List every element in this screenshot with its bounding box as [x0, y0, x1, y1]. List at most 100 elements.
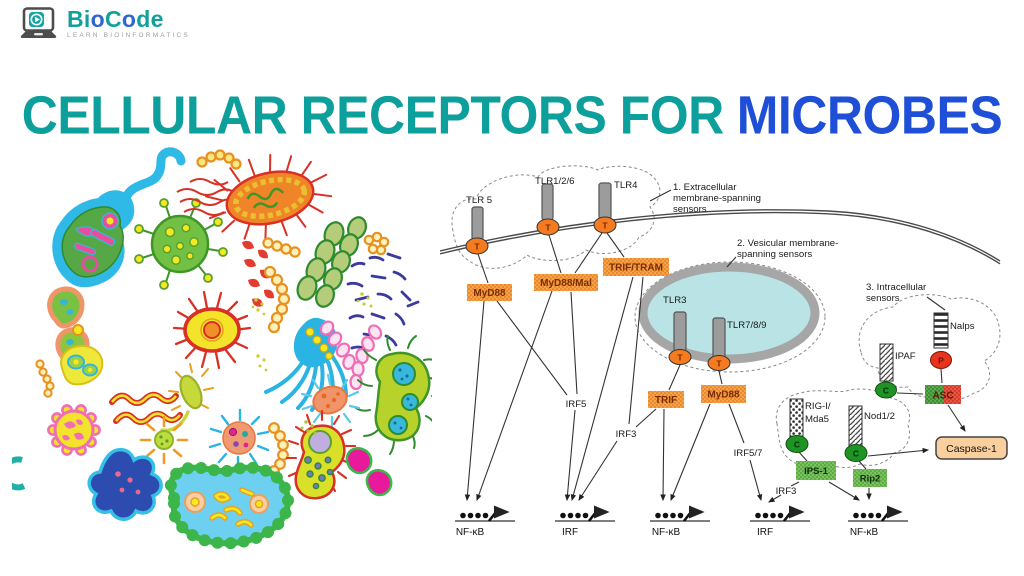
- rip2-box: [853, 469, 887, 487]
- svg-text:MyD88/Mal: MyD88/Mal: [540, 278, 592, 289]
- tir-domain: [707, 355, 731, 371]
- rigi-label-1: RIG-I/: [805, 401, 831, 412]
- svg-text:P: P: [938, 356, 944, 366]
- svg-text:TRIF: TRIF: [655, 395, 677, 406]
- svg-text:IRF: IRF: [562, 527, 578, 538]
- logo-wordmark: BioCode: [67, 6, 164, 32]
- svg-text:C: C: [883, 386, 889, 396]
- microbe-spirochetes: [109, 391, 183, 425]
- biocode-logo[interactable]: BioCode LEARN BIOINFORMATICS: [20, 7, 190, 41]
- svg-text:MyD88: MyD88: [473, 288, 506, 299]
- svg-text:spanning sensors: spanning sensors: [737, 249, 812, 260]
- svg-text:TRIF/TRAM: TRIF/TRAM: [609, 263, 663, 274]
- microbe-pink-chains: [319, 320, 383, 391]
- receptor-pathway-diagram: T T T T T TLR 5 TLR1/2/6 TLR4 TLR3 TLR7/…: [440, 165, 1008, 538]
- tir-domain: [536, 218, 560, 236]
- gene-promoter: NF-κB: [650, 505, 710, 538]
- svg-text:T: T: [474, 242, 480, 252]
- myd88-left-box: [467, 284, 512, 301]
- card-domain: [785, 435, 809, 453]
- svg-text:3. Intracellular: 3. Intracellular: [866, 282, 927, 293]
- svg-text:T: T: [602, 221, 608, 231]
- microbe-orange-chain-j: [268, 422, 289, 477]
- irf3-left-label: IRF3: [616, 429, 637, 440]
- myd88-mal-box: [534, 274, 598, 291]
- tir-domain: [465, 237, 489, 255]
- gene-promoter: NF-κB: [455, 505, 515, 538]
- rigi-bar: [789, 398, 804, 438]
- svg-text:1. Extracellular: 1. Extracellular: [673, 182, 737, 193]
- microbe-yellow-slipper: [60, 344, 104, 386]
- card-domain: [875, 381, 897, 399]
- microbe-bead-chain-top: [196, 149, 242, 170]
- microbe-teal-spiky-1: [300, 373, 361, 428]
- asc-box: ASC: [925, 385, 961, 404]
- microbe-big-green-cell: [164, 461, 294, 550]
- gene-promoter: NF-κB: [848, 505, 908, 538]
- card-domain: [844, 444, 868, 462]
- myd88-right-box: [701, 385, 746, 403]
- svg-text:NF-κB: NF-κB: [850, 527, 879, 538]
- tlr789-label: TLR7/8/9: [727, 320, 766, 331]
- tlr4-bar: [598, 182, 612, 220]
- microbe-green-bead-chains: [296, 216, 367, 308]
- plasma-membrane: [440, 209, 1001, 265]
- svg-text:membrane-spanning: membrane-spanning: [673, 193, 761, 204]
- irf5-label: IRF5: [566, 399, 587, 410]
- microbe-pink-rosette: [47, 404, 101, 456]
- svg-text:C: C: [794, 440, 800, 450]
- ipaf-bar: [879, 343, 894, 382]
- gene-promoter: IRF: [555, 505, 615, 538]
- microbe-red-sun: [172, 290, 252, 370]
- svg-text:Rip2: Rip2: [860, 474, 881, 485]
- svg-text:Caspase-1: Caspase-1: [946, 443, 997, 455]
- svg-text:NF-κB: NF-κB: [456, 527, 485, 538]
- svg-text:sensors: sensors: [673, 204, 707, 215]
- svg-text:T: T: [716, 359, 722, 369]
- svg-text:2. Vesicular membrane-: 2. Vesicular membrane-: [737, 238, 838, 249]
- svg-text:sensors: sensors: [866, 293, 900, 304]
- microbe-navy-dashes: [346, 252, 420, 350]
- tlr-receptors: T T T T T TLR 5 TLR1/2/6 TLR4 TLR3 TLR7/…: [465, 176, 766, 371]
- nod12-label: Nod1/2: [864, 411, 895, 422]
- laptop-icon: [20, 7, 57, 38]
- ipaf-label: IPAF: [895, 351, 916, 362]
- microbe-green-virus: [134, 198, 228, 290]
- irf3-right-label: IRF3: [776, 486, 797, 497]
- section-pointer-lines: [649, 189, 946, 311]
- tlr3-bar: [673, 311, 687, 352]
- tlr5-label: TLR 5: [466, 195, 492, 206]
- trif-tram-box: [603, 258, 669, 276]
- intracellular-sensors: P C C C Nalps IPAF RIG-I/ Mda5 Nod1/2: [785, 312, 975, 462]
- microbe-orange-chain-left: [35, 359, 55, 398]
- trif-box: [648, 391, 684, 408]
- gene-promoter: IRF: [750, 505, 810, 538]
- tir-domain: [593, 216, 617, 234]
- microbe-dot-clusters: [251, 292, 373, 435]
- microbe-orange-sun: [139, 415, 189, 465]
- pyrin-domain: [930, 351, 952, 369]
- svg-text:C: C: [853, 449, 859, 459]
- microbe-blue-amoeba: [52, 147, 186, 288]
- title-part-1: CELLULAR RECEPTORS FOR: [21, 84, 725, 145]
- microbe-orange-chains: [262, 231, 390, 334]
- svg-text:ASC: ASC: [932, 391, 953, 402]
- caspase1-box: Caspase-1: [935, 436, 1008, 460]
- tlr126-bar: [541, 183, 554, 221]
- microbe-lime-cell: [355, 335, 432, 455]
- rigi-label-2: Mda5: [805, 414, 829, 425]
- tlr126-label: TLR1/2/6: [535, 176, 574, 187]
- endosome-vesicle: [638, 262, 820, 364]
- adaptor-boxes: MyD88 MyD88/Mal TRIF/TRAM TRIF MyD88: [467, 258, 746, 408]
- nalps-bar: [933, 312, 949, 349]
- pathway-arrows: [464, 276, 966, 503]
- irf57-label: IRF5/7: [734, 448, 763, 459]
- microbe-yellow-spiky-cell: [285, 409, 357, 500]
- tir-domain: [668, 349, 692, 365]
- svg-text:T: T: [545, 223, 551, 233]
- svg-text:NF-κB: NF-κB: [652, 527, 681, 538]
- green-boxes: IPS-1 Rip2: [796, 461, 887, 487]
- nod12-bar: [848, 405, 863, 447]
- logo-tagline: LEARN BIOINFORMATICS: [67, 32, 190, 40]
